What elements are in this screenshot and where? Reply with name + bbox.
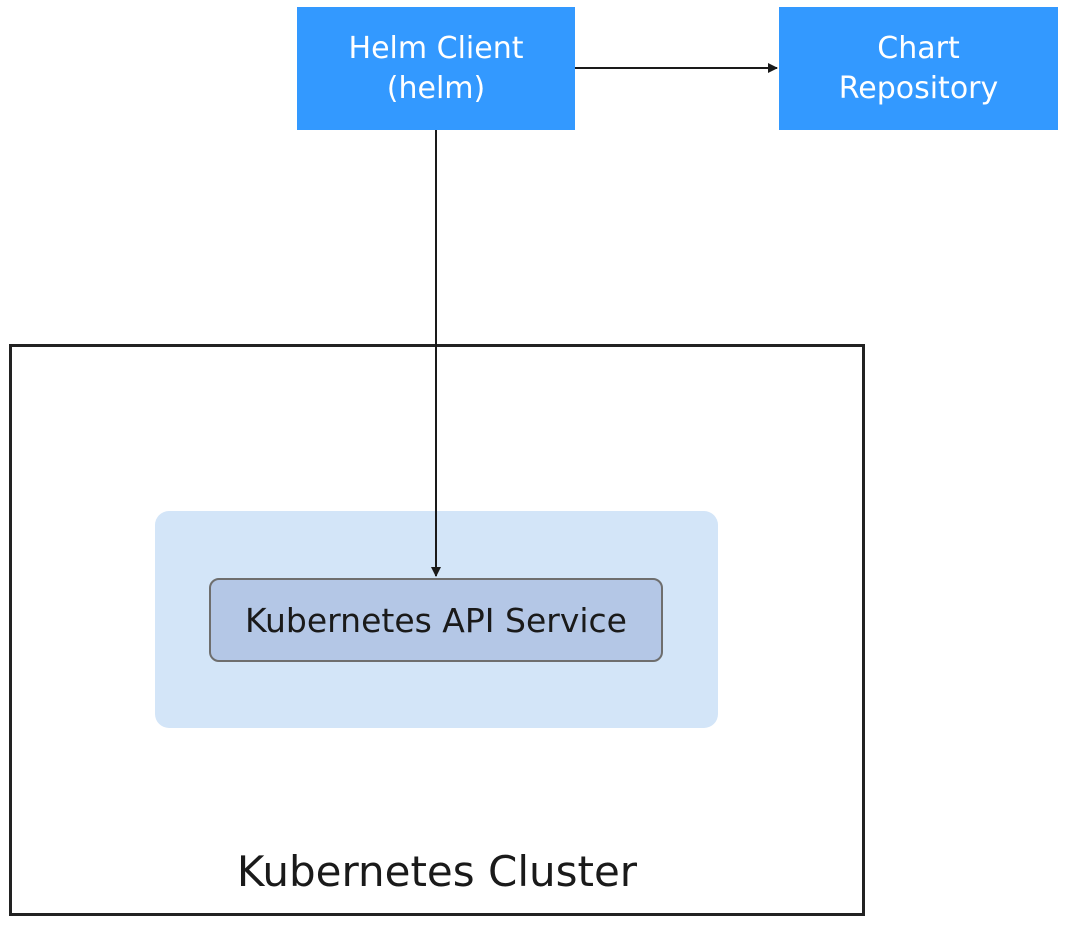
chart-repository-label-line2: Repository (838, 70, 999, 106)
cluster-label: Kubernetes Cluster (236, 847, 638, 896)
helm-client-node: Helm Client (helm) (297, 7, 575, 130)
kubernetes-cluster-boundary (9, 344, 865, 916)
helm-client-label: Helm Client (348, 30, 524, 66)
chart-repository-node: Chart Repository (779, 7, 1058, 130)
api-service-label: Kubernetes API Service (245, 600, 627, 640)
chart-repository-label-line1: Chart (877, 30, 960, 66)
kubernetes-api-service-node: Kubernetes API Service (209, 578, 663, 662)
helm-client-sublabel: (helm) (386, 70, 486, 106)
